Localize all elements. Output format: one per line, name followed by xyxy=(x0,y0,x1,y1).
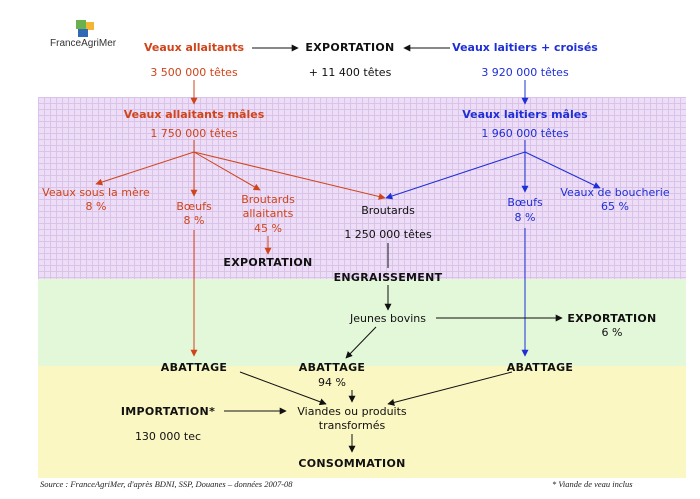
node-veaux-allaitants: Veaux allaitants xyxy=(143,41,245,54)
node-abattage-mid-pct: 94 % xyxy=(318,376,346,389)
node-engraissement: ENGRAISSEMENT xyxy=(333,271,443,284)
arrow-red-broutards xyxy=(193,151,386,200)
node-veaux-allaitants-count: 3 500 000 têtes xyxy=(150,66,238,79)
node-laitiers-males-count: 1 960 000 têtes xyxy=(481,127,569,140)
node-veaux-laitiers: Veaux laitiers + croisés xyxy=(452,41,598,54)
band-suckler-dairy-calves xyxy=(38,97,686,279)
node-exportation-right: EXPORTATION xyxy=(567,312,657,325)
brand-name: FranceAgriMer xyxy=(50,38,117,49)
band-slaughter-consumption xyxy=(38,366,686,478)
node-importation-count: 130 000 tec xyxy=(134,430,202,443)
arrow-abattage-right-viandes xyxy=(387,371,513,406)
node-boeufs-blue-pct: 8 % xyxy=(514,211,536,224)
node-exportation-right-pct: 6 % xyxy=(601,326,623,339)
arrow-jb-abattage xyxy=(345,326,377,359)
node-veaux-laitiers-count: 3 920 000 têtes xyxy=(481,66,569,79)
node-broutards-allaitants-pct: 45 % xyxy=(254,222,282,235)
node-veaux-boucherie: Veaux de boucherie xyxy=(560,186,670,199)
node-broutards-count: 1 250 000 têtes xyxy=(344,228,432,241)
node-veaux-boucherie-pct: 65 % xyxy=(601,200,629,213)
node-laitiers-males: Veaux laitiers mâles xyxy=(462,108,588,121)
node-consommation: CONSOMMATION xyxy=(298,457,406,470)
band-fattening xyxy=(38,279,686,366)
node-boeufs-red: Bœufs xyxy=(176,200,212,213)
node-viandes-2: transformés xyxy=(318,419,386,432)
node-broutards: Broutards xyxy=(361,204,415,217)
node-sous-la-mere-pct: 8 % xyxy=(85,200,107,213)
node-boeufs-blue: Bœufs xyxy=(507,196,543,209)
arrow-veaux-boucherie xyxy=(524,151,601,189)
arrow-broutards-all xyxy=(193,151,261,191)
footer-note: * Viande de veau inclus xyxy=(552,479,633,489)
node-viandes-1: Viandes ou produits xyxy=(297,405,407,418)
node-exportation-top-count: + 11 400 têtes xyxy=(308,66,392,79)
node-jeunes-bovins: Jeunes bovins xyxy=(350,312,426,325)
node-abattage-mid: ABATTAGE xyxy=(298,361,366,374)
node-abattage-left: ABATTAGE xyxy=(160,361,228,374)
node-exportation-mid: EXPORTATION xyxy=(223,256,313,269)
node-sous-la-mere: Veaux sous la mère xyxy=(42,186,150,199)
node-exportation-top: EXPORTATION xyxy=(305,41,395,54)
arrow-abattage-left-viandes xyxy=(239,371,327,406)
footer-source: Source : FranceAgriMer, d'après BDNI, SS… xyxy=(40,479,293,489)
node-broutards-allaitants-2: allaitants xyxy=(242,207,294,220)
node-boeufs-red-pct: 8 % xyxy=(183,214,205,227)
node-importation: IMPORTATION* xyxy=(120,405,216,418)
franceagrimer-logo-icon xyxy=(76,20,94,37)
node-abattage-right: ABATTAGE xyxy=(506,361,574,374)
arrow-blue-broutards xyxy=(385,151,526,200)
node-broutards-allaitants-1: Broutards xyxy=(241,193,295,206)
arrow-sous-la-mere xyxy=(95,151,195,186)
node-allaitants-males-count: 1 750 000 têtes xyxy=(150,127,238,140)
node-allaitants-males: Veaux allaitants mâles xyxy=(123,108,265,121)
